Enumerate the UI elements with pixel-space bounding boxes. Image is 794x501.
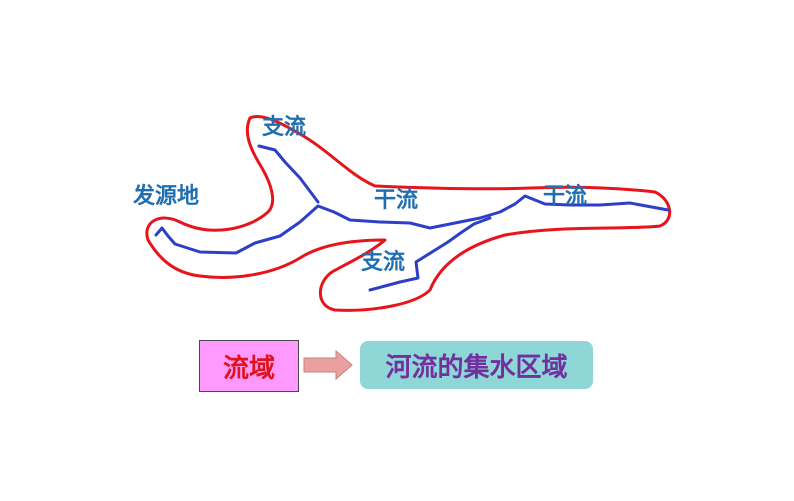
definition-text: 河流的集水区域 xyxy=(385,352,568,383)
tributary-bottom-label: 支流 xyxy=(361,249,406,275)
arrow-icon xyxy=(303,349,353,381)
source-label: 发源地 xyxy=(133,183,200,209)
term-box: 流域 xyxy=(199,340,299,392)
definition-box: 河流的集水区域 xyxy=(360,341,593,389)
term-text: 流域 xyxy=(222,353,275,384)
mainstream-line xyxy=(154,194,670,255)
tributary-top-line xyxy=(257,144,320,204)
tributary-top-label: 支流 xyxy=(262,114,307,140)
tributary-bottom-line xyxy=(368,216,492,292)
basin-boundary xyxy=(145,115,671,312)
mainstream-label-right: 干流 xyxy=(543,183,588,209)
mainstream-label-mid: 干流 xyxy=(374,187,419,213)
